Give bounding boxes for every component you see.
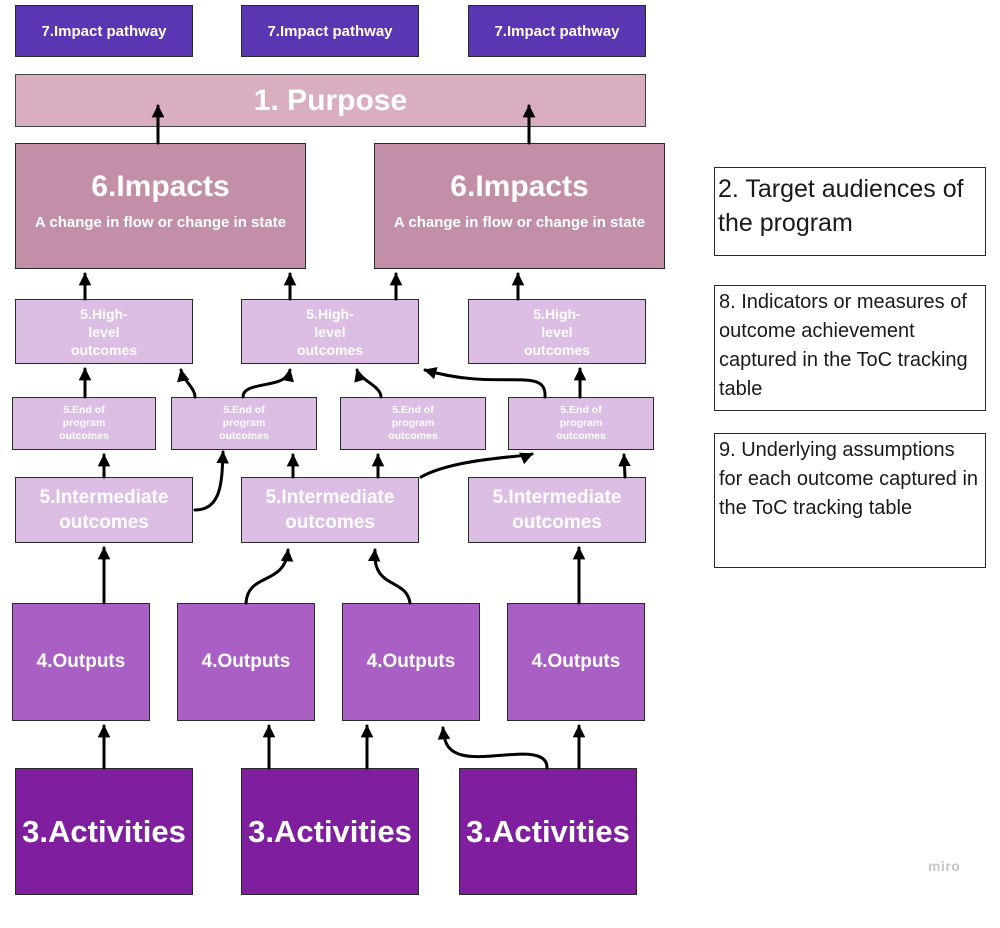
impact-title: 6.Impacts (91, 170, 230, 203)
intermediate-outcome-2: 5.Intermediate outcomes (241, 477, 419, 543)
arrow (437, 726, 549, 770)
impact-subtitle: A change in flow or change in state (34, 214, 287, 231)
impact-box-1: 6.Impacts A change in flow or change in … (15, 143, 306, 269)
arrow (193, 450, 229, 512)
arrow (177, 368, 197, 399)
activities-box-1: 3.Activities (15, 768, 193, 895)
arrow (423, 367, 547, 399)
arrow (618, 453, 631, 479)
intermediate-outcome-3: 5.Intermediate outcomes (468, 477, 646, 543)
target-audiences-note: 2. Target audiences of the program (714, 167, 986, 256)
arrow (244, 548, 294, 605)
arrow (367, 548, 412, 605)
impact-pathway-2: 7.Impact pathway (241, 5, 419, 57)
end-of-program-outcome-3: 5.End of program outcomes (340, 397, 486, 450)
high-level-outcome-3: 5.High- level outcomes (468, 299, 646, 364)
outputs-box-3: 4.Outputs (342, 603, 480, 721)
outputs-box-4: 4.Outputs (507, 603, 645, 721)
end-of-program-outcome-4: 5.End of program outcomes (508, 397, 654, 450)
impact-title: 6.Impacts (450, 170, 589, 203)
high-level-outcome-1: 5.High- level outcomes (15, 299, 193, 364)
purpose-box: 1. Purpose (15, 74, 646, 127)
indicators-note: 8. Indicators or measures of outcome ach… (714, 285, 986, 411)
activities-box-2: 3.Activities (241, 768, 419, 895)
impact-box-2: 6.Impacts A change in flow or change in … (374, 143, 665, 269)
activities-box-3: 3.Activities (459, 768, 637, 895)
high-level-outcome-2: 5.High- level outcomes (241, 299, 419, 364)
arrow (241, 368, 294, 399)
assumptions-note: 9. Underlying assumptions for each outco… (714, 433, 986, 568)
miro-watermark: miro (928, 858, 961, 874)
arrow (419, 452, 534, 479)
intermediate-outcome-1: 5.Intermediate outcomes (15, 477, 193, 543)
impact-subtitle: A change in flow or change in state (393, 214, 646, 231)
impact-pathway-1: 7.Impact pathway (15, 5, 193, 57)
impact-pathway-3: 7.Impact pathway (468, 5, 646, 57)
arrow (354, 368, 383, 399)
outputs-box-1: 4.Outputs (12, 603, 150, 721)
